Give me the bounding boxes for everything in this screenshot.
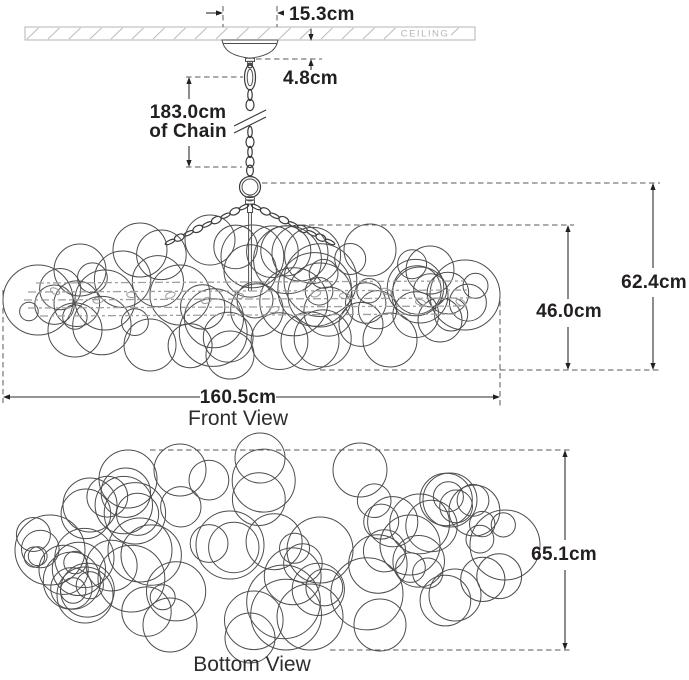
front-view-frame-band [23,280,475,317]
suspension-ring [238,175,262,213]
hanging-chain [233,62,267,177]
bottom-view-label: Bottom View [193,653,311,676]
canopy-width-label: 15.3cm [289,4,355,25]
chain-lower [245,125,255,169]
ring-hub [245,195,255,202]
center-rod [248,212,252,291]
dim-depth: 65.1cm [150,449,597,651]
hang-label: 4.8cm [283,68,338,89]
overall-height-label: 62.4cm [621,272,687,293]
chain-upper [245,88,255,112]
front-view-hidden-chain-links [50,287,466,314]
depth-label: 65.1cm [531,544,597,565]
chain-connector [246,164,255,177]
chain-break-line [233,109,267,127]
canopy [221,39,279,65]
chain-break-line [233,116,267,134]
ring-hub-stem [247,203,253,213]
width-label: 160.5cm [200,387,276,408]
chain-length-suffix: of Chain [149,121,227,142]
spreader-chain-right [250,203,336,246]
bottom-view-sphere-cluster [14,432,541,664]
dim-body-height: 46.0cm [300,224,602,370]
ceiling-label: CEILING [401,29,450,40]
dim-chain-length: 183.0cm of Chain [149,76,243,168]
body-height-label: 46.0cm [536,301,602,322]
dim-width: 160.5cm [2,290,501,408]
spreader-chain-left [164,203,250,246]
dim-hang: 4.8cm [256,29,338,89]
ceiling-band: CEILING [24,26,476,41]
chain-length-label: 183.0cm [150,102,226,123]
dim-canopy-width: 15.3cm [206,4,355,27]
dim-overall-height: 62.4cm [262,182,687,371]
front-view-label: Front View [188,407,289,430]
